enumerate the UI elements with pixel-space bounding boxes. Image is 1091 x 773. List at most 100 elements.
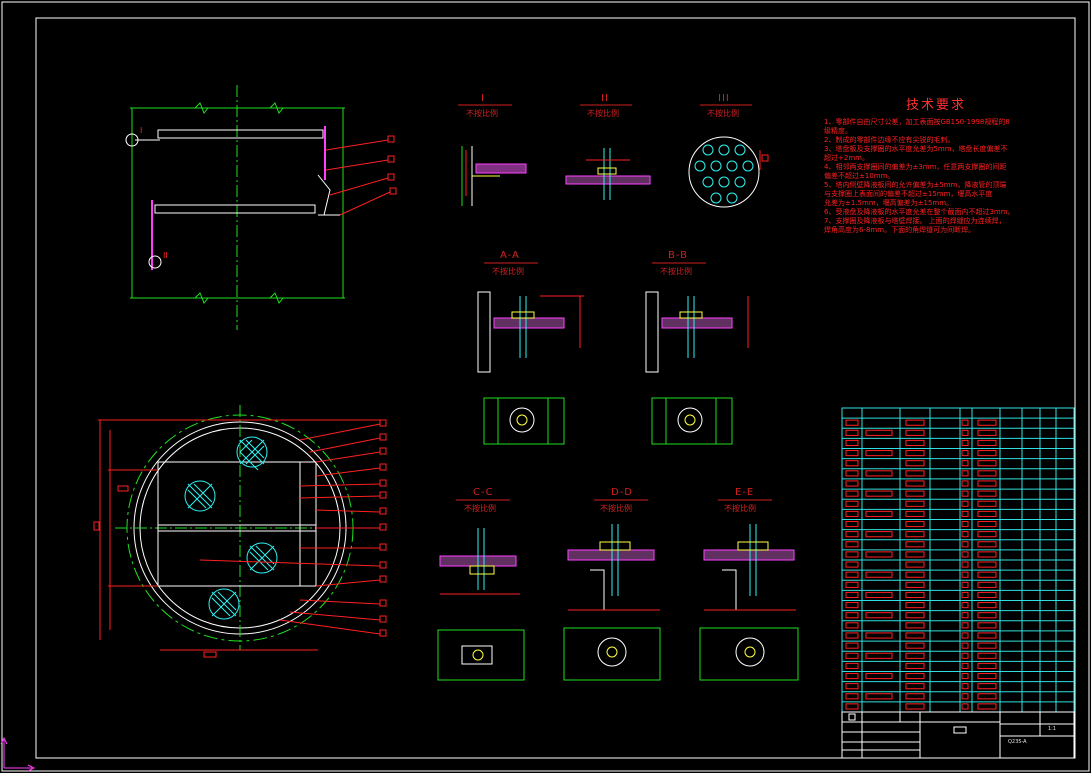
parts-table-cell-mark [845,460,859,467]
parts-table-cell-mark [961,683,969,690]
parts-table-cell-mark [905,652,925,659]
requirements-list: 1、零部件自由尺寸公差，加工表面按GB150-1998规程的8 级精度。2、制成… [824,118,1064,235]
parts-table-cell-mark [961,419,969,426]
detail-II-drawing [565,104,651,200]
parts-table-cell-mark [865,490,893,497]
parts-table-cell-mark [845,612,859,619]
parts-table-cell-mark [977,632,997,639]
detail-I-note: 不按比例 [466,109,498,118]
section-DD-title: D-D [611,487,634,498]
parts-table-cell-mark [977,612,997,619]
detail-III-note: 不按比例 [707,109,739,118]
parts-table-cell-mark [977,531,997,538]
parts-table-cell-mark [845,683,859,690]
parts-table-cell-mark [961,429,969,436]
parts-table-cell-mark [845,470,859,477]
detail-II-title: II [601,93,609,104]
svg-text:II: II [163,251,168,260]
parts-table-cell-mark [961,571,969,578]
parts-table-cell-mark [977,581,997,588]
detail-I-drawing [458,104,527,206]
detail-II-note: 不按比例 [587,109,619,118]
parts-table-cell-mark [845,581,859,588]
requirement-line: 5、塔内侧壁降液板间的允许偏差为±5mm，降液管的顶端 [824,181,1007,189]
parts-table-cell-mark [905,510,925,517]
parts-table-cell-mark [865,551,893,558]
parts-table-cell-mark [845,419,859,426]
parts-table-cell-mark [845,693,859,700]
requirement-line: 3、塔盘板及支撑圈的水平度允差为5mm，塔盘长度偏差不 [824,145,1008,153]
requirements-title: 技术要求 [906,98,967,113]
parts-table-cell-mark [977,561,997,568]
requirement-line: 焊角高度为6-8mm。下面的角焊缝可为间断焊。 [824,226,976,234]
title-block-scale: 1:1 [1048,726,1057,732]
section-AA-title: A-A [500,250,520,261]
parts-table-cell-mark [905,672,925,680]
parts-table-cell-mark [845,551,859,558]
parts-table-cell-mark [865,672,893,680]
parts-table-cell-mark [961,460,969,467]
parts-table-cell-mark [845,632,859,639]
detail-I-title: I [481,93,485,104]
parts-table-cell-mark [905,683,925,690]
parts-table-cell-mark [961,581,969,588]
parts-table-cell-mark [845,450,859,457]
parts-table-cell-mark [905,470,925,477]
parts-table-cell-mark [961,652,969,659]
parts-table-cell-mark [865,652,893,659]
parts-table-cell-mark [961,612,969,619]
parts-table-cell-mark [961,672,969,680]
parts-table-cell-mark [961,693,969,700]
parts-table-cell-mark [977,662,997,669]
section-CC-note: 不按比例 [464,504,496,513]
section-AA-drawing [477,262,584,445]
parts-table-cell-mark [977,470,997,477]
parts-table-cell-mark [961,642,969,649]
parts-table-cell-mark [961,551,969,558]
parts-table-cell-mark [905,662,925,669]
parts-table-cell-mark [905,500,925,507]
parts-table-cell-mark [905,450,925,457]
section-DD-note: 不按比例 [600,504,632,513]
parts-table-cell-mark [905,602,925,609]
parts-table-cell-mark [905,439,925,447]
parts-table-cell-mark [845,510,859,517]
parts-table-cell-mark [845,490,859,497]
parts-table-cell-mark [977,490,997,497]
parts-table-cell-mark [905,460,925,467]
parts-table-cell-mark [977,439,997,447]
parts-table-cell-mark [905,571,925,578]
parts-table-cell-mark [865,591,893,599]
parts-table-cell-mark [865,510,893,517]
parts-table-cell-mark [961,662,969,669]
parts-table-cell-mark [961,510,969,517]
parts-table-cell-mark [977,622,997,629]
section-EE-note: 不按比例 [724,504,756,513]
parts-table-cell-mark [977,571,997,578]
parts-table-cell-mark [977,672,997,680]
parts-table-cell-mark [905,642,925,649]
section-EE-drawing [699,499,799,681]
parts-table-cell-mark [977,429,997,436]
parts-table-cell-mark [905,490,925,497]
parts-table-cell-mark [977,703,997,710]
parts-table-cell-mark [961,561,969,568]
parts-table-cell-mark [845,541,859,548]
parts-table-cell-mark [905,581,925,588]
parts-table-cell-mark [845,429,859,436]
parts-table-cell-mark [961,602,969,609]
parts-table-cell-mark [961,591,969,599]
requirement-line: 7、支撑圈及降液板与塔壁焊接。 上面的焊缝应为连续焊， [824,217,1006,225]
parts-table-cell-mark [961,490,969,497]
requirement-line: 偏差不超过±10mm。 [824,172,895,180]
parts-table-cell-mark [845,591,859,599]
requirement-line: 1、零部件自由尺寸公差，加工表面按GB150-1998规程的8 [824,118,1010,126]
parts-table-cell-mark [845,531,859,538]
parts-table-cell-mark [905,622,925,629]
parts-table-cell-mark [977,520,997,528]
parts-table-cell-mark [865,429,893,436]
parts-table-cell-mark [961,632,969,639]
parts-table-cell-mark [905,551,925,558]
detail-III-drawing [688,104,769,208]
parts-table-cell-mark [845,500,859,507]
